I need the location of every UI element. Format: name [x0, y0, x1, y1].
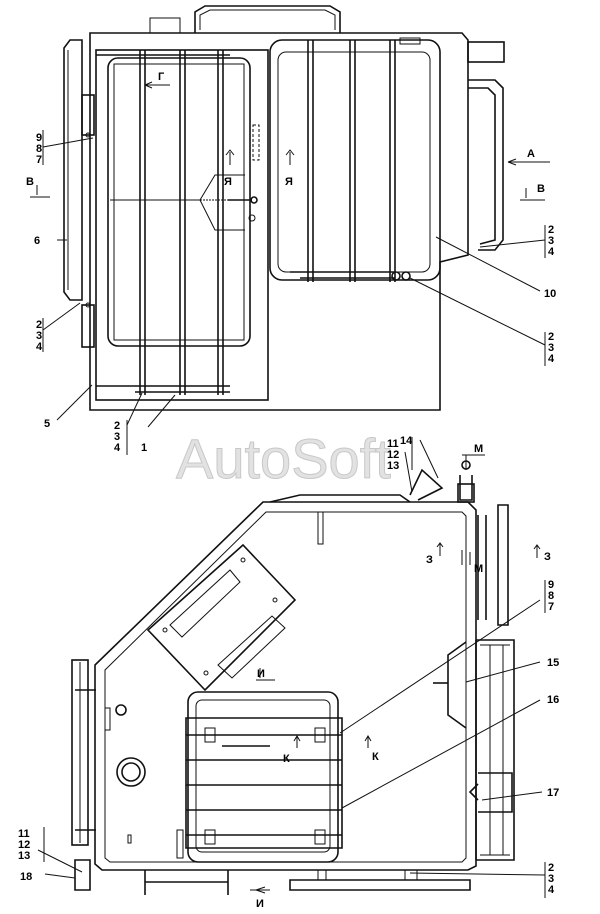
label-4e: 4 [548, 884, 555, 896]
view-label-K-2: К [372, 751, 379, 763]
label-13b: 13 [18, 850, 30, 862]
label-7: 7 [36, 154, 42, 166]
label-17: 17 [547, 787, 559, 799]
label-13: 13 [387, 460, 399, 472]
view-label-M-2: М [474, 563, 483, 575]
label-18: 18 [20, 871, 32, 883]
label-2b: 2 [114, 420, 120, 432]
label-15: 15 [547, 657, 559, 669]
label-6: 6 [34, 235, 40, 247]
door-panel [95, 49, 269, 401]
label-3c: 3 [548, 235, 554, 247]
label-4d: 4 [548, 353, 555, 365]
label-8: 8 [36, 143, 42, 155]
bottom-view: 11 12 13 14 М М З З 9 8 7 15 16 17 И И К… [18, 435, 559, 910]
mount-18 [74, 859, 91, 891]
view-label-I-2: И [256, 898, 264, 910]
label-4c: 4 [548, 246, 555, 258]
view-label-G: Г [158, 71, 165, 83]
view-label-I-1: И [257, 668, 265, 680]
top-view: 9 8 7 6 2 3 4 5 2 3 4 1 2 3 4 10 2 3 4 А… [26, 5, 556, 455]
label-12b: 12 [18, 839, 30, 851]
view-label-B-left: В [26, 176, 34, 188]
label-11b: 11 [18, 828, 30, 840]
view-label-B-right: В [537, 183, 545, 195]
view-label-Ya-2: Я [285, 176, 293, 188]
label-3e: 3 [548, 873, 554, 885]
view-label-K-1: К [283, 753, 290, 765]
label-12: 12 [387, 449, 399, 461]
label-9b: 9 [548, 579, 554, 591]
label-3b: 3 [114, 431, 120, 443]
label-9: 9 [36, 132, 42, 144]
label-11: 11 [387, 438, 399, 450]
label-2e: 2 [548, 862, 554, 874]
rear-window [187, 691, 339, 863]
label-10: 10 [544, 288, 556, 300]
label-2d: 2 [548, 331, 554, 343]
label-8b: 8 [548, 590, 554, 602]
cab-side-outline [94, 501, 477, 871]
view-label-M-1: М [474, 443, 483, 455]
view-label-Ya-1: Я [224, 176, 232, 188]
label-2c: 2 [548, 224, 554, 236]
side-ladder [476, 639, 515, 861]
label-5: 5 [44, 418, 50, 430]
view-label-Z-1: З [426, 554, 433, 566]
label-14: 14 [400, 435, 413, 447]
label-16: 16 [547, 694, 559, 706]
left-handrail-bottom [71, 659, 89, 846]
cab-body-outline [89, 32, 469, 411]
diagonal-panel [146, 543, 297, 692]
exhaust-stub [467, 41, 505, 63]
view-label-A: А [527, 148, 535, 160]
label-3: 3 [36, 330, 42, 342]
side-handrail [468, 79, 504, 251]
label-1: 1 [141, 442, 147, 454]
label-7b: 7 [548, 601, 554, 613]
label-2: 2 [36, 319, 42, 331]
view-label-Z-2: З [544, 551, 551, 563]
left-handrail [63, 39, 83, 301]
label-4b: 4 [114, 442, 121, 454]
door-window-frame [107, 57, 251, 347]
label-3d: 3 [548, 342, 554, 354]
watermark: AutoSoft [176, 427, 391, 490]
roof-handrail [194, 5, 341, 33]
label-4: 4 [36, 341, 43, 353]
hook-14 [409, 468, 444, 501]
